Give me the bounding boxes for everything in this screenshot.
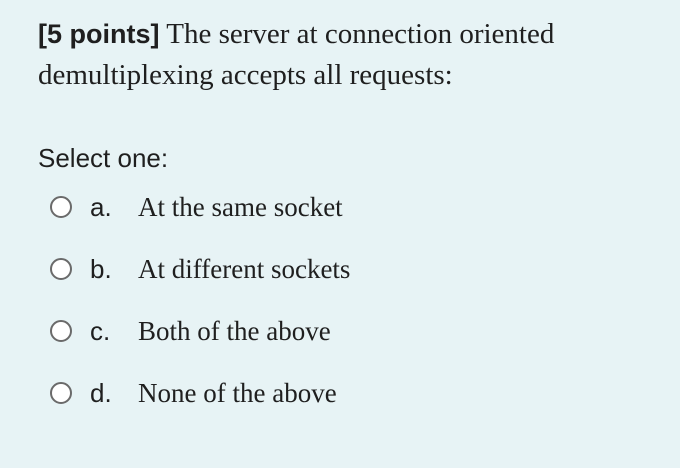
points-label: [5 points] <box>38 19 160 49</box>
option-text: At the same socket <box>138 191 343 222</box>
question-text-block: [5 points] The server at connection orie… <box>38 14 658 96</box>
radio-button-icon[interactable] <box>50 258 72 280</box>
option-c[interactable]: c. Both of the above <box>50 310 331 352</box>
radio-button-icon[interactable] <box>50 382 72 404</box>
option-letter: b. <box>90 253 112 284</box>
option-b[interactable]: b. At different sockets <box>50 248 350 290</box>
radio-button-icon[interactable] <box>50 320 72 342</box>
scrollbar-track[interactable] <box>680 0 700 468</box>
option-d[interactable]: d. None of the above <box>50 372 337 414</box>
option-text: At different sockets <box>138 253 351 284</box>
option-letter: a. <box>90 191 112 222</box>
question-panel: [5 points] The server at connection orie… <box>0 0 680 468</box>
radio-button-icon[interactable] <box>50 196 72 218</box>
option-text: None of the above <box>138 377 337 408</box>
option-text: Both of the above <box>138 315 331 346</box>
option-letter: d. <box>90 377 112 408</box>
select-prompt: Select one: <box>38 143 169 173</box>
question-text: The server at connection oriented demult… <box>38 18 555 91</box>
option-a[interactable]: a. At the same socket <box>50 186 343 228</box>
option-letter: c. <box>90 315 111 346</box>
